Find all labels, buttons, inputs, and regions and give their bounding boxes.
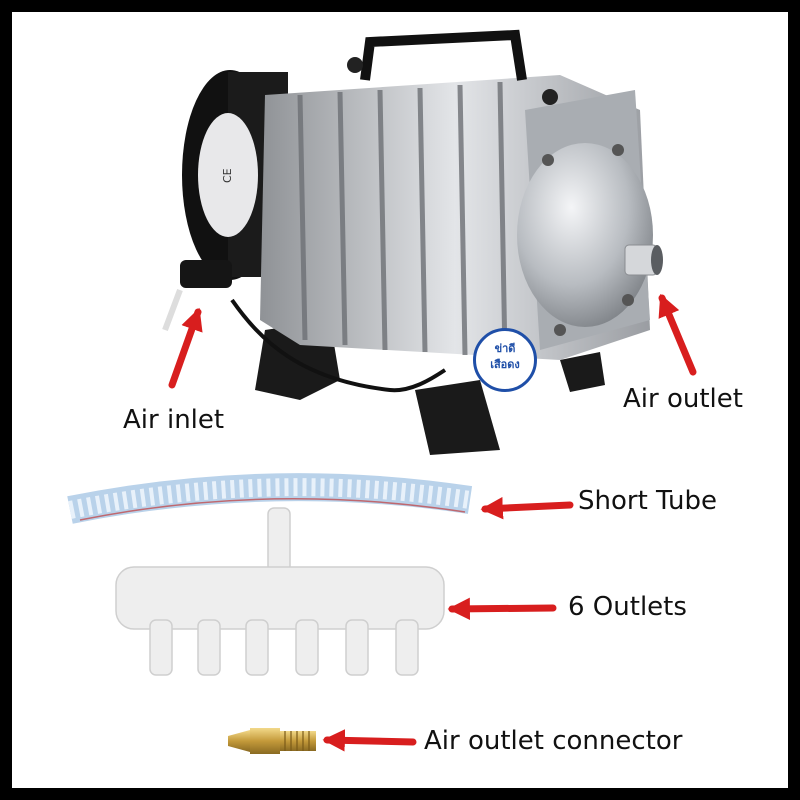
compressor-head <box>517 90 663 350</box>
ce-mark: CE <box>221 168 234 183</box>
air-inlet-label: Air inlet <box>123 405 225 435</box>
connector-arrow <box>322 729 417 752</box>
air-outlet-label: Air outlet <box>623 384 743 414</box>
air-outlet-arrow <box>658 293 697 376</box>
badge-line-1: ข่าดี <box>494 342 516 355</box>
outlets-arrow <box>447 597 557 621</box>
air-outlet-connector <box>228 728 316 754</box>
air-inlet-arrow <box>168 307 203 389</box>
connector-label: Air outlet connector <box>424 726 683 756</box>
six-outlet-manifold <box>115 507 445 676</box>
short-tube <box>67 473 473 524</box>
short-tube-arrow <box>480 496 574 520</box>
badge-line-2: เสือดง <box>490 358 520 371</box>
shop-badge: ข่าดี เสือดง <box>473 328 537 392</box>
air-inlet-port <box>162 260 447 393</box>
short-tube-label: Short Tube <box>578 486 717 516</box>
outlets-label: 6 Outlets <box>568 592 687 622</box>
